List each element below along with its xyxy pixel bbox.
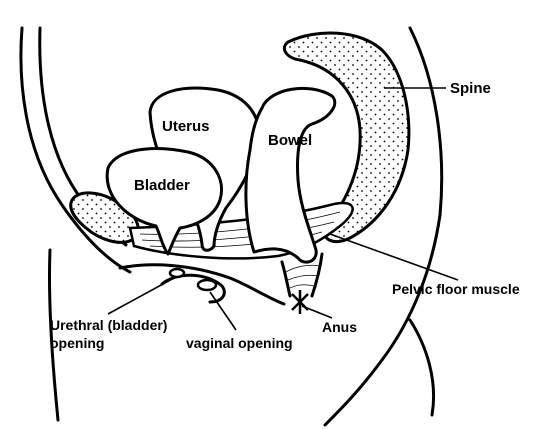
vaginal-leader (209, 291, 237, 331)
anus-marker (291, 290, 309, 314)
uterus-label: Uterus (162, 118, 210, 135)
vaginal-opening-shape (196, 278, 218, 292)
urethral-label-line2: opening (50, 335, 104, 351)
front-body-outline-lower (47, 248, 60, 422)
bowel-label: Bowel (268, 132, 312, 149)
back-body-outline-inner (408, 318, 436, 417)
spine-label: Spine (450, 80, 491, 97)
pelvic-floor-leader (329, 233, 459, 281)
urethral-label-line1: Urethral (bladder) (50, 317, 167, 333)
anus-label: Anus (322, 319, 357, 335)
vaginal-opening-label: vaginal opening (186, 335, 293, 351)
anus-leader (301, 305, 333, 319)
urethral-opening-shape (168, 267, 186, 279)
front-body-outline-outer (19, 26, 132, 274)
back-body-outline-outer (323, 26, 444, 427)
bladder-label: Bladder (134, 177, 190, 194)
bowel-shape (244, 86, 337, 264)
perineum-outline (118, 263, 286, 306)
anal-canal (280, 252, 324, 298)
spine-shape (283, 31, 411, 243)
urethral-leader (107, 277, 175, 315)
pelvic-floor-muscle-label: Pelvic floor muscle (392, 281, 520, 297)
bladder-shape (105, 147, 223, 256)
